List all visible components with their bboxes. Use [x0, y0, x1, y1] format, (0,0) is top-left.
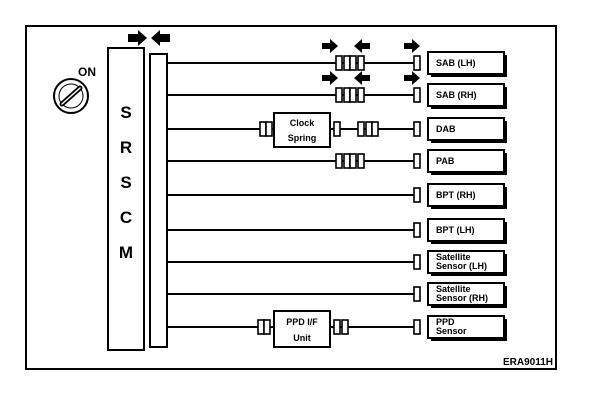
- component-connector: [413, 187, 421, 203]
- wire-harness: [167, 39, 421, 335]
- component-label: BPT (RH): [436, 190, 476, 200]
- arrow-right-icon: [404, 39, 420, 53]
- figure-code: ERA9011H: [503, 357, 553, 368]
- ppd-if-label-2: Unit: [293, 333, 311, 343]
- component-ppd-sensor: [427, 315, 505, 339]
- component-connector: [413, 121, 421, 137]
- clock-spring-connector: [333, 121, 341, 137]
- ppd-connector: [333, 319, 341, 335]
- component-label: SAB (RH): [436, 90, 477, 100]
- srscm-letter: S: [120, 103, 131, 122]
- clock-spring-unit: [273, 112, 331, 148]
- connector-arrows: [128, 30, 170, 46]
- harness-connector: [343, 153, 351, 169]
- clock-spring-connector: [259, 121, 267, 137]
- srscm-letter: M: [119, 243, 133, 262]
- harness-connector: [335, 87, 343, 103]
- module-connector: [149, 53, 168, 348]
- ppd-if-unit: [273, 310, 331, 348]
- component-label: Sensor: [436, 326, 467, 336]
- component-label: PPD: [436, 317, 455, 327]
- component-label: Satellite: [436, 252, 471, 262]
- harness-connector: [349, 87, 357, 103]
- srscm-module: [107, 47, 145, 351]
- component-bpt-lh: [427, 218, 505, 242]
- component-satellite-sensor-lh: [427, 250, 505, 274]
- harness-connector: [357, 153, 365, 169]
- ppd-connector: [263, 319, 271, 335]
- clock-spring-connector: [265, 121, 273, 137]
- component-satellite-sensor-rh: [427, 282, 505, 306]
- arrow-left-icon: [354, 39, 370, 53]
- component-label: Sensor (RH): [436, 293, 488, 303]
- component-connector: [413, 153, 421, 169]
- ppd-connector: [341, 319, 349, 335]
- component-label: Satellite: [436, 284, 471, 294]
- harness-connector: [357, 121, 365, 137]
- harness-connector: [349, 55, 357, 71]
- arrow-left-icon: [354, 71, 370, 85]
- arrow-right-icon: [322, 71, 338, 85]
- component-label: Sensor (LH): [436, 261, 487, 271]
- harness-connector: [335, 55, 343, 71]
- component-label: PAB: [436, 156, 455, 166]
- component-label: SAB (LH): [436, 58, 476, 68]
- ppd-if-label-1: PPD I/F: [286, 317, 318, 327]
- harness-connector: [371, 121, 379, 137]
- arrow-right-icon: [404, 71, 420, 85]
- ppd-connector: [257, 319, 265, 335]
- srscm-letter: S: [120, 173, 131, 192]
- diagram-frame: [25, 25, 557, 370]
- harness-connector: [335, 153, 343, 169]
- component-connector: [413, 87, 421, 103]
- component-bpt-rh: [427, 183, 505, 207]
- srscm-letter: R: [120, 138, 132, 157]
- harness-connector: [343, 87, 351, 103]
- harness-connector: [357, 55, 365, 71]
- component-label: DAB: [436, 124, 456, 134]
- clock-spring-label-2: Spring: [288, 133, 317, 143]
- component-connector: [413, 286, 421, 302]
- component-connector: [413, 55, 421, 71]
- component-sab-lh: [427, 51, 505, 75]
- component-label: BPT (LH): [436, 225, 475, 235]
- component-sab-rh: [427, 83, 505, 107]
- component-connector: [413, 319, 421, 335]
- harness-connector: [365, 121, 373, 137]
- component-connector: [413, 254, 421, 270]
- ignition-key-icon: [53, 78, 89, 114]
- component-connector: [413, 222, 421, 238]
- clock-spring-label-1: Clock: [290, 118, 316, 128]
- component-dab: [427, 117, 505, 141]
- harness-connector: [349, 153, 357, 169]
- key-on-label: ON: [78, 65, 96, 79]
- component-pab: [427, 149, 505, 173]
- srscm-letter: C: [120, 208, 132, 227]
- arrow-right-icon: [322, 39, 338, 53]
- harness-connector: [343, 55, 351, 71]
- component-boxes: SAB (LH) SAB (RH) DAB PAB BPT (RH) BPT (LH) Sa…: [427, 51, 507, 341]
- harness-connector: [357, 87, 365, 103]
